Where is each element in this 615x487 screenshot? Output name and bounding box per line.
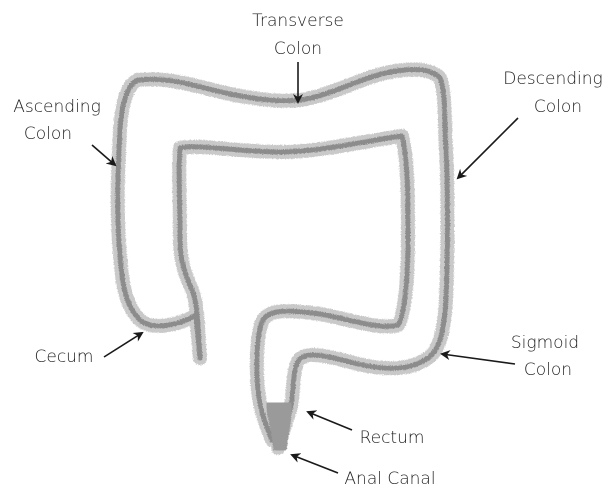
label-ascending-colon: Ascending Colon	[13, 97, 101, 144]
arrow-descending	[458, 118, 518, 178]
label-transverse-line2: Colon	[274, 39, 322, 59]
colon-outer-wall	[118, 70, 448, 448]
label-sigmoid-line2: Colon	[524, 360, 572, 380]
arrow-cecum	[104, 333, 142, 357]
label-transverse-colon: Transverse Colon	[252, 11, 344, 59]
label-transverse-line1: Transverse	[252, 11, 344, 31]
label-rectum-line1: Rectum	[360, 428, 425, 448]
label-ascending-line1: Ascending	[13, 97, 101, 117]
label-descending-line2: Colon	[534, 97, 582, 117]
arrow-sigmoid	[442, 354, 515, 364]
arrows	[92, 62, 518, 473]
label-descending-colon: Descending Colon	[503, 69, 602, 117]
arrow-rectum	[308, 412, 352, 430]
arrow-ascending	[92, 145, 115, 165]
label-cecum: Cecum	[34, 347, 93, 367]
colon-outer-wall-halo	[118, 70, 448, 448]
arrow-anal-canal	[292, 455, 338, 473]
colon-outline	[118, 70, 448, 448]
label-rectum: Rectum	[360, 428, 425, 448]
label-anal-canal: Anal Canal	[344, 469, 435, 487]
label-cecum-line1: Cecum	[34, 347, 93, 367]
label-anal-canal-line1: Anal Canal	[344, 469, 435, 487]
label-descending-line1: Descending	[503, 69, 602, 89]
label-sigmoid-colon: Sigmoid Colon	[511, 333, 579, 380]
label-sigmoid-line1: Sigmoid	[511, 333, 579, 353]
colon-walls	[118, 70, 448, 448]
label-ascending-line2: Colon	[24, 124, 72, 144]
